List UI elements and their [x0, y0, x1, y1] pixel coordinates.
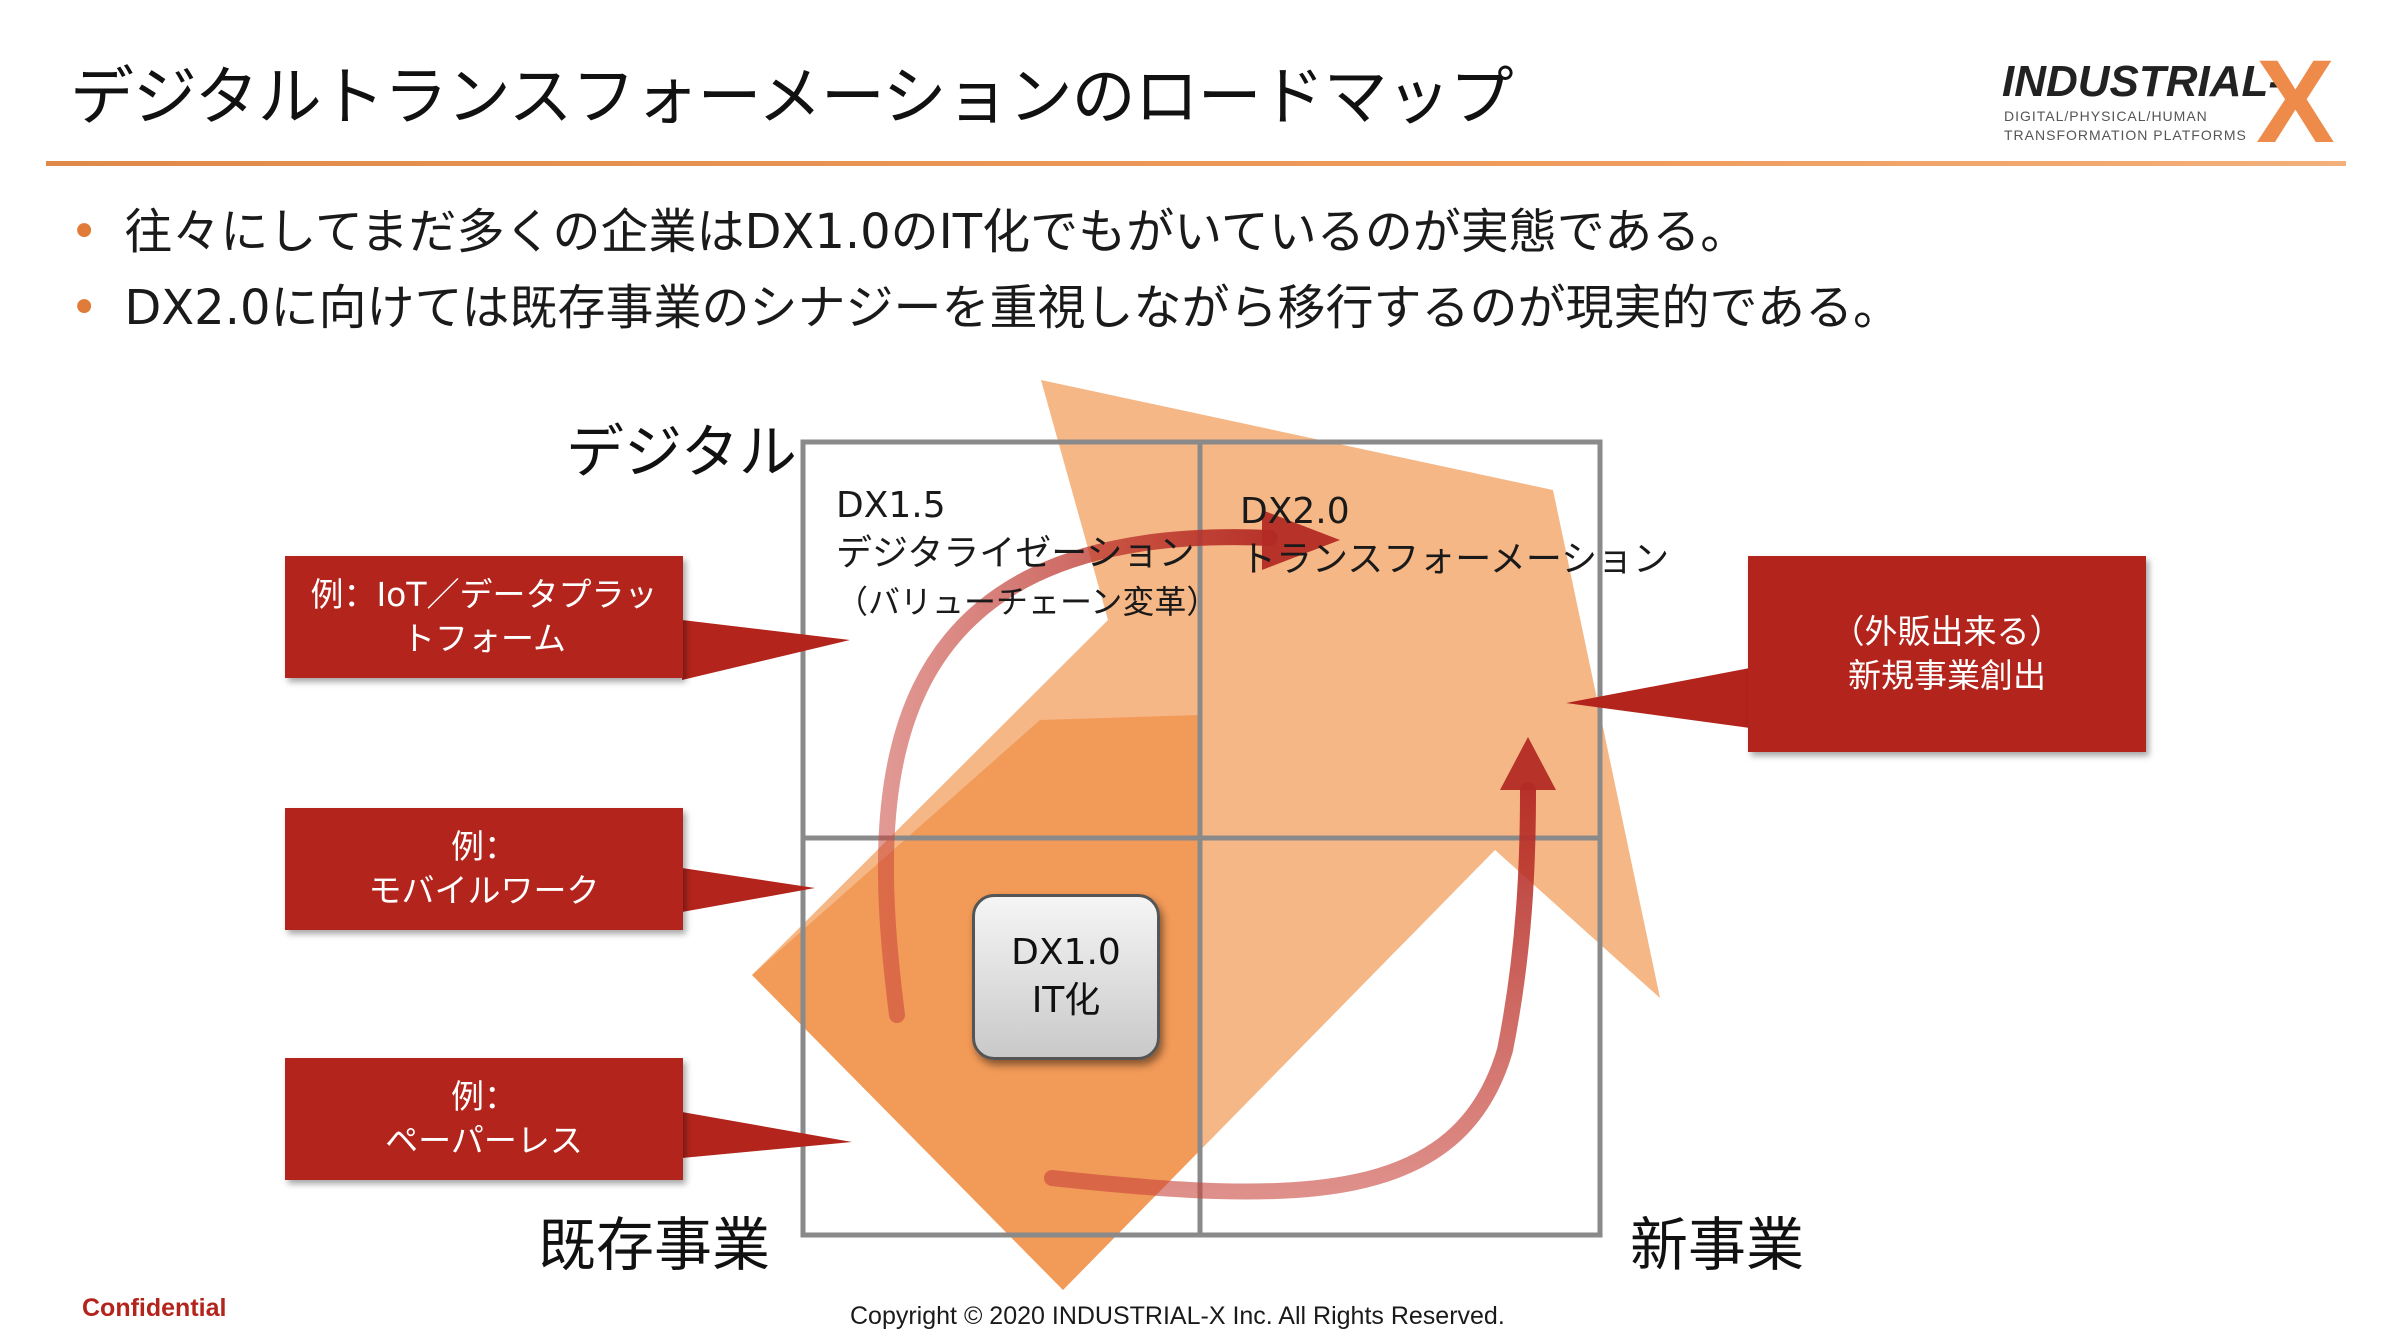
red-arrow-lower: [1044, 782, 1536, 1200]
quadrant-dx20-subtitle: トランスフォーメーション: [1240, 539, 1670, 580]
logo-wordmark: INDUSTRIAL-: [2002, 57, 2283, 106]
logo-tagline-2: TRANSFORMATION PLATFORMS: [2004, 127, 2247, 143]
red-arrow-lower-head: [1500, 737, 1556, 790]
callout-pointer-iot: [682, 620, 850, 680]
callout-pointer-mobile: [682, 868, 815, 912]
dx10-title: DX1.0: [1011, 932, 1121, 973]
bullet-dot: •: [70, 204, 99, 260]
callout-new-business-line1: （外販出来る）: [1831, 612, 2063, 651]
quadrant-grid: [800, 439, 1603, 1238]
bullet-2: • DX2.0に向けては既存事業のシナジーを重視しながら移行するのが現実的である。: [70, 268, 1901, 338]
logo-x-mark: X: [2256, 36, 2335, 150]
industrial-x-logo: INDUSTRIAL- X DIGITAL/PHYSICAL/HUMAN TRA…: [2002, 36, 2335, 150]
quadrant-dx15-title: DX1.5: [836, 485, 946, 526]
bullet-dot: •: [70, 280, 99, 336]
callout-pointer-paperless: [682, 1112, 852, 1158]
dx10-it-box: DX1.0 IT化: [972, 894, 1160, 1060]
dx10-subtitle: IT化: [1031, 980, 1101, 1021]
callout-pointer-new-business: [1566, 668, 1750, 728]
callout-new-business-line2: 新規事業創出: [1848, 656, 2046, 695]
callout-paperless-example: 例： ペーパーレス: [285, 1058, 683, 1180]
bullet-1: • 往々にしてまだ多くの企業はDX1.0のIT化でもがいているのが実態である。: [70, 192, 1748, 262]
slide-title: デジタルトランスフォーメーションのロードマップ: [70, 61, 1514, 135]
callout-mobile-line2: モバイルワーク: [368, 871, 600, 910]
red-arrow-upper-head: [1262, 510, 1340, 570]
quadrant-dx15-text: DX1.5 デジタライゼーション （バリューチェーン変革）: [836, 482, 1218, 626]
title-divider: [46, 161, 2346, 166]
bullet-1-text: 往々にしてまだ多くの企業はDX1.0のIT化でもがいているのが実態である。: [124, 204, 1749, 260]
callout-iot-example: 例：IoT／データプラッ トフォーム: [285, 556, 683, 678]
callout-iot-line1: 例：IoT／データプラッ: [310, 575, 658, 614]
quadrant-dx15-subtitle: デジタライゼーション: [836, 533, 1195, 574]
callout-paperless-line2: ペーパーレス: [385, 1121, 583, 1160]
axis-label-existing-business: 既存事業: [538, 1211, 771, 1279]
red-arrow-upper: [877, 529, 1278, 1023]
quadrant-dx20-title: DX2.0: [1240, 491, 1350, 532]
callout-new-business: （外販出来る） 新規事業創出: [1748, 556, 2146, 752]
axis-label-new-business: 新事業: [1630, 1211, 1805, 1279]
callout-paperless-line1: 例：: [451, 1077, 517, 1116]
confidential-label: Confidential: [82, 1294, 227, 1322]
callout-mobile-line1: 例：: [451, 827, 517, 866]
logo-tagline-1: DIGITAL/PHYSICAL/HUMAN: [2004, 108, 2208, 124]
callout-mobile-example: 例： モバイルワーク: [285, 808, 683, 930]
callout-iot-line2: トフォーム: [401, 619, 566, 658]
axis-label-digital: デジタル: [566, 418, 797, 486]
copyright-text: Copyright © 2020 INDUSTRIAL-X Inc. All R…: [850, 1302, 1505, 1330]
bullet-2-text: DX2.0に向けては既存事業のシナジーを重視しながら移行するのが現実的である。: [124, 280, 1902, 336]
quadrant-dx15-note: （バリューチェーン変革）: [836, 583, 1219, 621]
quadrant-dx20-text: DX2.0 トランスフォーメーション: [1240, 488, 1669, 584]
